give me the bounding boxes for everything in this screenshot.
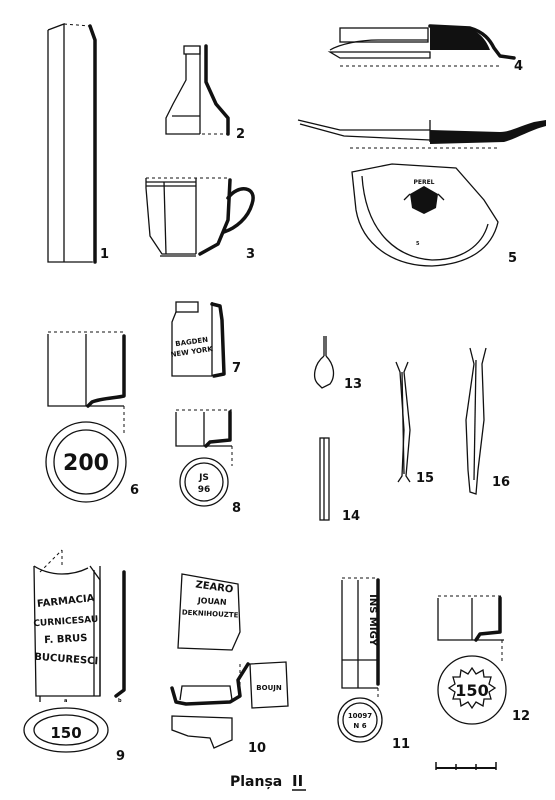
figure-label-14: 14 bbox=[342, 509, 360, 524]
figure-label-11: 11 bbox=[392, 737, 410, 752]
figure-12-drawing bbox=[437, 595, 507, 725]
figure-2-drawing bbox=[165, 44, 232, 136]
fig8-stamp-1: JS bbox=[198, 473, 209, 483]
figure-3-drawing bbox=[145, 177, 255, 257]
figure-label-10: 10 bbox=[248, 741, 266, 756]
figure-16-drawing bbox=[465, 347, 487, 495]
makers-mark-emblem bbox=[403, 186, 445, 214]
scale-bar bbox=[435, 762, 497, 770]
fig11-stamp-2: N 6 bbox=[353, 722, 366, 730]
fig10-label-2: JOUAN bbox=[196, 596, 226, 607]
figure-label-2: 2 bbox=[236, 127, 245, 142]
fig9-label-2: CURNICESAU bbox=[33, 615, 99, 630]
makers-mark-number: 5 bbox=[416, 241, 420, 247]
figure-label-12: 12 bbox=[512, 709, 530, 724]
figure-label-16: 16 bbox=[492, 475, 510, 490]
fig9-label-3: F. BRUS bbox=[44, 633, 88, 646]
plate-roman-numeral: II bbox=[292, 772, 303, 790]
fig10-label-1: ZEARO bbox=[195, 579, 234, 595]
figure-label-15: 15 bbox=[416, 471, 434, 486]
fig9-label-1: FARMACIA bbox=[37, 593, 96, 610]
base-stamp-200: 200 bbox=[63, 451, 109, 476]
fig9-profile-mark-a: a bbox=[64, 698, 67, 704]
fig10-side-stamp: BOUJN bbox=[256, 684, 282, 692]
figure-1-drawing bbox=[47, 23, 97, 264]
fig12-base-stamp: 150 bbox=[455, 681, 488, 700]
figure-label-3: 3 bbox=[246, 247, 255, 262]
fig9-base-stamp: 150 bbox=[50, 724, 81, 742]
figure-label-4: 4 bbox=[514, 59, 523, 74]
figure-label-8: 8 bbox=[232, 501, 241, 516]
fig11-side-inscription: INS MIGY bbox=[367, 594, 378, 646]
figure-label-9: 9 bbox=[116, 749, 125, 764]
figure-6-drawing bbox=[45, 331, 127, 503]
fig8-stamp-2: 96 bbox=[198, 485, 211, 495]
fig10-label-3: DEKNIHOUZTE bbox=[182, 609, 239, 620]
figure-4-drawing bbox=[327, 24, 516, 67]
figure-9-drawing: a b bbox=[23, 549, 126, 753]
figure-10-drawing bbox=[170, 573, 289, 749]
figure-7-drawing bbox=[171, 301, 226, 378]
figure-15-drawing bbox=[395, 361, 411, 483]
makers-mark-text: PEREL bbox=[413, 179, 434, 186]
fig9-profile-mark-b: b bbox=[118, 698, 122, 704]
plate-title: Planșa bbox=[230, 774, 282, 790]
figure-11-drawing bbox=[337, 577, 383, 743]
figure-5-drawing: PEREL 5 bbox=[297, 119, 546, 267]
figure-14-drawing bbox=[319, 437, 330, 521]
figure-13-drawing bbox=[313, 336, 335, 389]
figure-8-drawing bbox=[175, 409, 233, 507]
figure-label-6: 6 bbox=[130, 483, 139, 498]
figure-label-5: 5 bbox=[508, 251, 517, 266]
fig11-stamp-1: 10097 bbox=[348, 712, 372, 720]
figure-label-13: 13 bbox=[344, 377, 362, 392]
fig9-label-4: BUCURESCI bbox=[34, 652, 99, 667]
figure-label-1: 1 bbox=[100, 247, 109, 262]
figure-label-7: 7 bbox=[232, 361, 241, 376]
